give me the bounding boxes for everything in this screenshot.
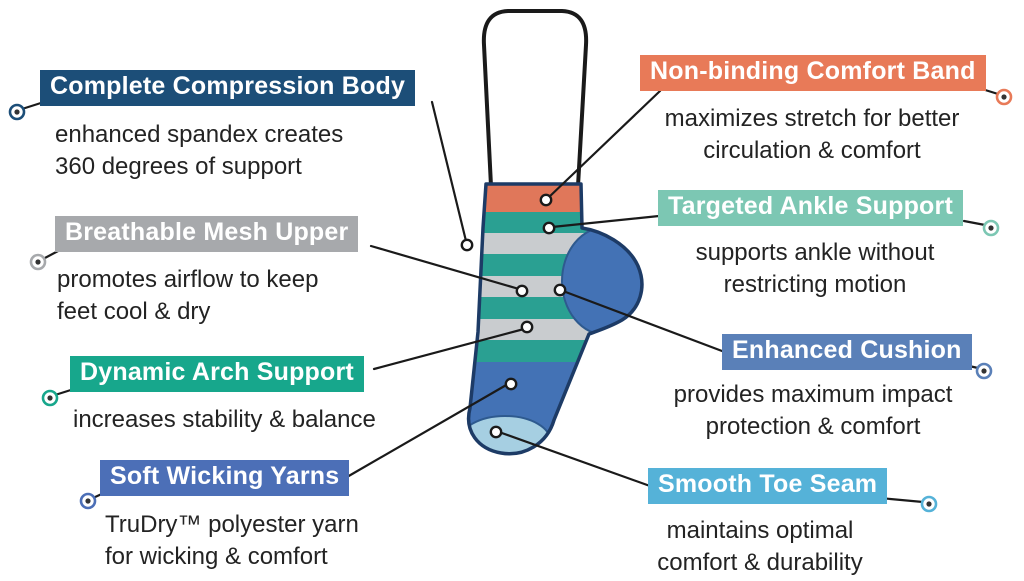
feature-markers [460, 193, 567, 439]
anchor-breathable-mesh-upper [29, 253, 47, 271]
desc-line: restricting motion [723, 270, 907, 298]
desc-line: feet cool & dry [57, 297, 211, 325]
desc-line: 360 degrees of support [55, 152, 302, 180]
callout-desc-dynamic-arch-support: increases stability & balance [73, 404, 376, 436]
callout-desc-breathable-mesh-upper: promotes airflow to keep feet cool & dry [57, 264, 318, 328]
line-breathable-mesh-upper-main [369, 244, 521, 291]
desc-line: enhanced spandex creates [55, 121, 344, 148]
sock-cuff-band [468, 184, 642, 212]
desc-line: provides maximum impact [673, 381, 953, 408]
callout-desc-smooth-toe-seam: maintains optimal comfort & durability [615, 515, 905, 579]
callout-desc-soft-wicking-yarns: TruDry™ polyester yarn for wicking & com… [105, 509, 359, 573]
callout-desc-non-binding-comfort-band: maximizes stretch for better circulation… [628, 103, 996, 167]
callout-header-dynamic-arch-support: Dynamic Arch Support [70, 356, 364, 392]
edge-anchors [8, 88, 1013, 513]
anchor-complete-compression-body [8, 103, 26, 121]
anchor-smooth-toe-seam [920, 495, 938, 513]
anchor-targeted-ankle-support [982, 219, 1000, 237]
callout-header-breathable-mesh-upper: Breathable Mesh Upper [55, 216, 359, 252]
marker-mesh-upper [515, 284, 529, 298]
callout-header-soft-wicking-yarns: Soft Wicking Yarns [100, 460, 350, 496]
anchor-non-binding-comfort-band [995, 88, 1013, 106]
anchor-dynamic-arch-support [41, 389, 59, 407]
connector-lines [20, 87, 1000, 504]
desc-line: for wicking & comfort [105, 542, 328, 570]
callout-header-targeted-ankle-support: Targeted Ankle Support [658, 190, 963, 226]
desc-line: increases stability & balance [73, 406, 376, 433]
callout-header-smooth-toe-seam: Smooth Toe Seam [648, 468, 888, 504]
marker-comfort-band [539, 193, 553, 207]
desc-line: promotes airflow to keep [57, 266, 319, 293]
desc-line: supports ankle without [695, 239, 935, 266]
line-smooth-toe-seam-main [497, 430, 652, 488]
marker-compression-body [460, 238, 474, 252]
marker-enhanced-cushion [553, 283, 567, 297]
callout-desc-targeted-ankle-support: supports ankle without restricting motio… [655, 237, 975, 301]
leg-outline [481, 9, 589, 187]
desc-line: circulation & comfort [703, 136, 921, 164]
callout-header-enhanced-cushion: Enhanced Cushion [722, 334, 972, 370]
line-complete-compression-body-main [430, 100, 468, 243]
line-targeted-ankle-support-main [550, 214, 661, 229]
desc-line: protection & comfort [705, 412, 921, 440]
desc-line: maintains optimal [666, 517, 854, 544]
line-targeted-ankle-support [962, 219, 987, 227]
anchor-enhanced-cushion [975, 362, 993, 380]
marker-wicking-yarns [504, 377, 518, 391]
marker-ankle-support [542, 221, 556, 235]
desc-line: maximizes stretch for better [664, 105, 960, 132]
anchor-soft-wicking-yarns [79, 492, 97, 510]
callout-header-complete-compression-body: Complete Compression Body [40, 70, 416, 106]
line-enhanced-cushion-main [561, 289, 724, 353]
line-non-binding-comfort-band-main [546, 89, 662, 200]
toe-cap [468, 415, 552, 454]
line-dynamic-arch-support-main [372, 327, 526, 371]
callout-header-non-binding-comfort-band: Non-binding Comfort Band [640, 55, 986, 91]
desc-line: TruDry™ polyester yarn [105, 511, 359, 538]
line-soft-wicking-yarns-main [345, 382, 510, 479]
callout-desc-complete-compression-body: enhanced spandex creates 360 degrees of … [55, 119, 343, 183]
line-breathable-mesh-upper [41, 248, 62, 261]
marker-arch-support [520, 320, 534, 334]
callout-desc-enhanced-cushion: provides maximum impact protection & com… [648, 379, 978, 443]
desc-line: comfort & durability [657, 548, 863, 576]
marker-toe-seam [489, 425, 503, 439]
